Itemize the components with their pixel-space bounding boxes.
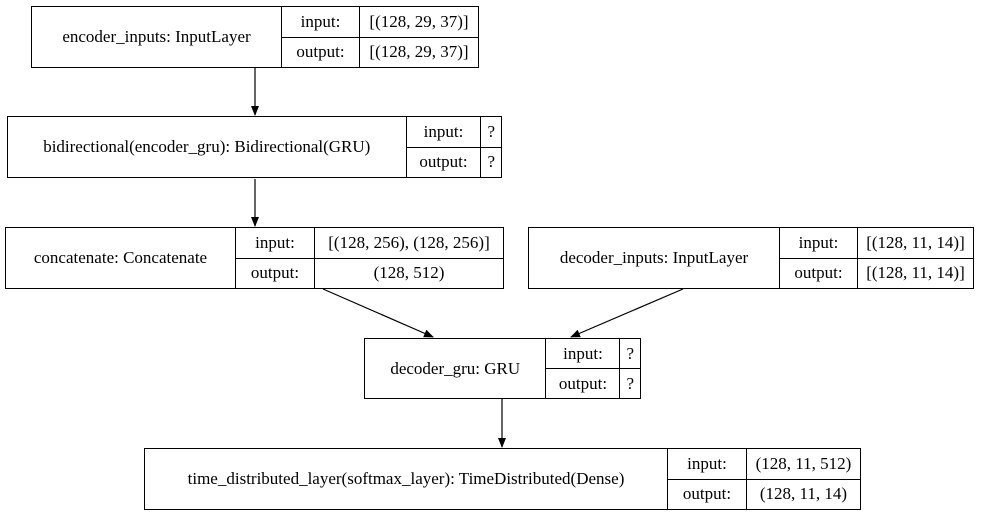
output-shape: [(128, 11, 14)] (858, 257, 973, 289)
io-shapes: ? ? (481, 117, 501, 177)
io-shapes: [(128, 29, 37)] [(128, 29, 37)] (360, 7, 478, 67)
node-bidirectional: bidirectional(encoder_gru): Bidirectiona… (7, 116, 502, 178)
io-shapes: ? ? (620, 339, 640, 398)
io-labels: input: output: (282, 7, 360, 67)
node-concatenate: concatenate: Concatenate input: output: … (5, 227, 504, 289)
node-title: concatenate: Concatenate (6, 228, 236, 288)
node-encoder-inputs: encoder_inputs: InputLayer input: output… (31, 6, 479, 68)
output-label: output: (668, 478, 746, 510)
input-shape: [(128, 256), (128, 256)] (328, 232, 490, 252)
io-labels: input: output: (406, 117, 482, 178)
output-shape: (128, 512) (315, 257, 503, 289)
node-title: decoder_inputs: InputLayer (529, 228, 780, 288)
input-label: input: (255, 232, 295, 252)
output-shape: [(128, 29, 37)] (360, 36, 478, 68)
input-label: input: (687, 453, 727, 473)
output-shape: ? (481, 146, 501, 178)
input-label: input: (798, 232, 839, 252)
input-label: input: (563, 343, 603, 363)
input-shape: [(128, 11, 14)] (866, 232, 965, 252)
node-time-distributed: time_distributed_layer(softmax_layer): T… (144, 448, 861, 510)
node-decoder-gru: decoder_gru: GRU input: output: ? ? (364, 338, 641, 399)
input-label: input: (423, 121, 464, 141)
io-labels: input: output: (780, 228, 858, 288)
output-shape: (128, 11, 14) (747, 478, 860, 510)
io-labels: input: output: (236, 228, 315, 288)
io-shapes: (128, 11, 512) (128, 11, 14) (747, 449, 860, 509)
node-title: time_distributed_layer(softmax_layer): T… (145, 449, 668, 509)
io-labels: input: output: (546, 339, 621, 398)
io-shapes: [(128, 256), (128, 256)] (128, 512) (315, 228, 503, 288)
output-shape: ? (620, 368, 640, 398)
input-shape: ? (626, 343, 634, 363)
node-title: decoder_gru: GRU (365, 339, 547, 398)
node-title: bidirectional(encoder_gru): Bidirectiona… (8, 117, 407, 177)
edge-decoder-inputs-to-decoder-gru (570, 288, 684, 338)
input-label: input: (300, 11, 341, 31)
io-labels: input: output: (668, 449, 747, 509)
output-label: output: (406, 146, 481, 178)
io-shapes: [(128, 11, 14)] [(128, 11, 14)] (858, 228, 973, 288)
output-label: output: (546, 368, 620, 398)
output-label: output: (780, 257, 857, 289)
node-title: encoder_inputs: InputLayer (32, 7, 282, 67)
input-shape: [(128, 29, 37)] (369, 11, 469, 31)
output-label: output: (236, 257, 314, 289)
input-shape: ? (487, 121, 495, 141)
input-shape: (128, 11, 512) (755, 453, 852, 473)
edge-concatenate-to-decoder-gru (322, 288, 434, 338)
output-label: output: (282, 36, 359, 68)
node-decoder-inputs: decoder_inputs: InputLayer input: output… (528, 227, 974, 289)
